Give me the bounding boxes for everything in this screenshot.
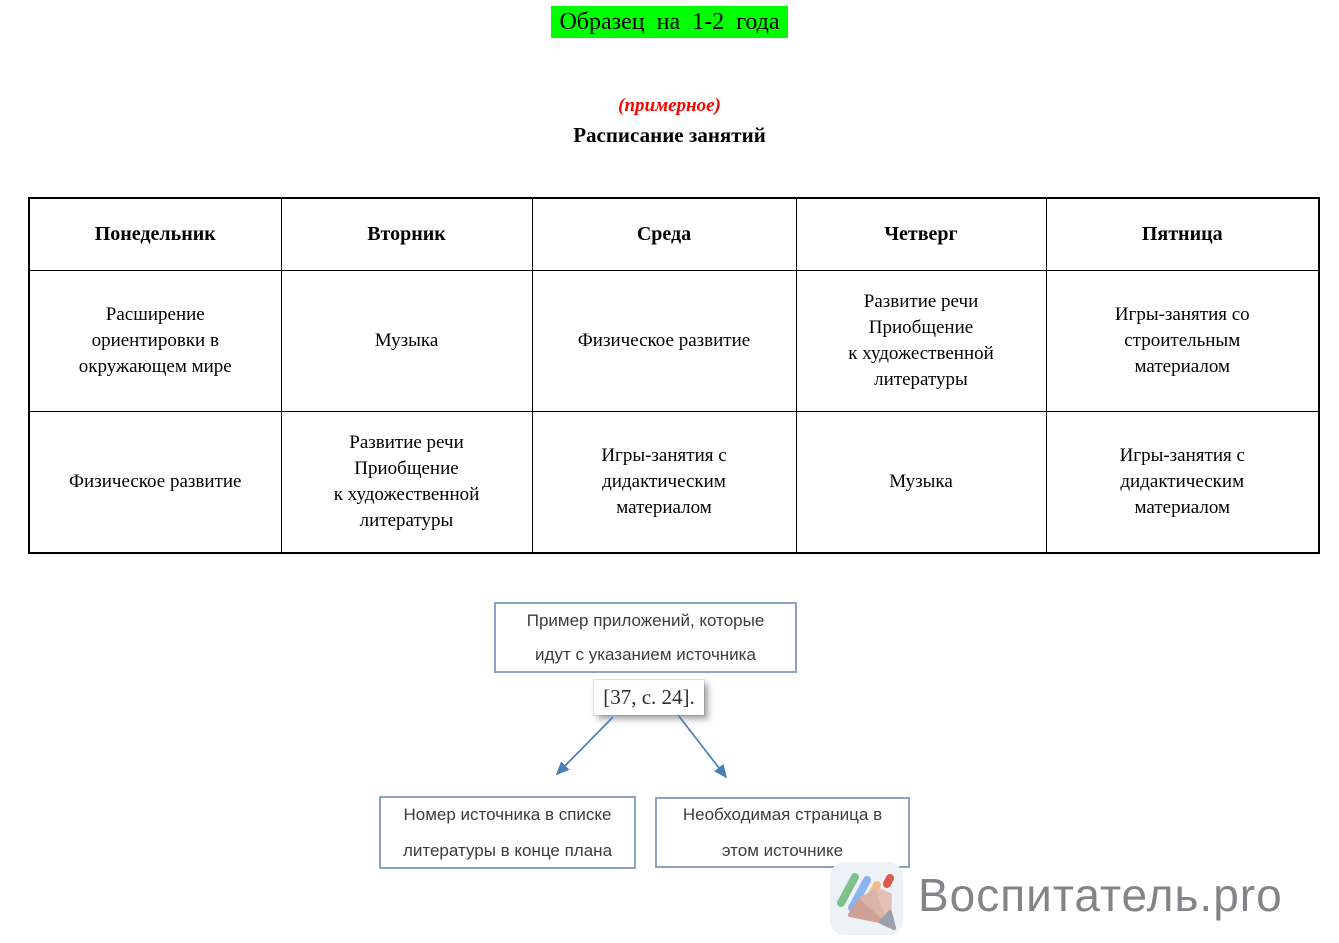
column-header-wednesday: Среда (531, 197, 797, 271)
schedule-cell: Игры-занятия с дидактическим материалом (531, 411, 797, 554)
arrow-down-left-icon (555, 716, 614, 776)
schedule-table: Понедельник Вторник Среда Четверг Пятниц… (28, 197, 1320, 554)
schedule-cell: Игры-занятия с дидактическим материалом (1045, 411, 1320, 554)
schedule-cell: Расширение ориентировки в окружающем мир… (28, 270, 282, 412)
highlighted-sample-title: Образец на 1-2 года (551, 6, 788, 38)
table-row: Физическое развитие Развитие речи Приобщ… (28, 411, 1320, 554)
arrow-down-right-icon (677, 714, 728, 779)
column-header-friday: Пятница (1045, 197, 1320, 271)
column-header-thursday: Четверг (795, 197, 1047, 271)
colored-pencil-icon (830, 862, 903, 935)
source-number-box: Номер источника в списке литературы в ко… (379, 796, 636, 869)
brand-name: Воспитатель.pro (918, 869, 1283, 921)
approximate-note: (примерное) (618, 95, 721, 116)
schedule-cell: Развитие речи Приобщение к художественно… (280, 411, 533, 554)
column-header-monday: Понедельник (28, 197, 282, 271)
table-header-row: Понедельник Вторник Среда Четверг Пятниц… (28, 197, 1320, 271)
schedule-cell: Музыка (280, 270, 533, 412)
document-subtitle-block: (примерное) Расписание занятий (0, 92, 1339, 151)
page-title: Расписание занятий (573, 123, 766, 147)
schedule-cell: Физическое развитие (531, 270, 797, 412)
schedule-cell: Развитие речи Приобщение к художественно… (795, 270, 1047, 412)
table-row: Расширение ориентировки в окружающем мир… (28, 270, 1320, 412)
schedule-cell: Игры-занятия со строительным материалом (1045, 270, 1320, 412)
example-appendix-box: Пример приложений, которые идут с указан… (494, 602, 797, 673)
highlight-title-row: Образец на 1-2 года (0, 6, 1339, 38)
schedule-cell: Музыка (795, 411, 1047, 554)
page-number-box: Необходимая страница в этом источнике (655, 797, 910, 868)
column-header-tuesday: Вторник (280, 197, 533, 271)
schedule-cell: Физическое развитие (28, 411, 282, 554)
citation-label: [37, с. 24]. (594, 680, 704, 715)
